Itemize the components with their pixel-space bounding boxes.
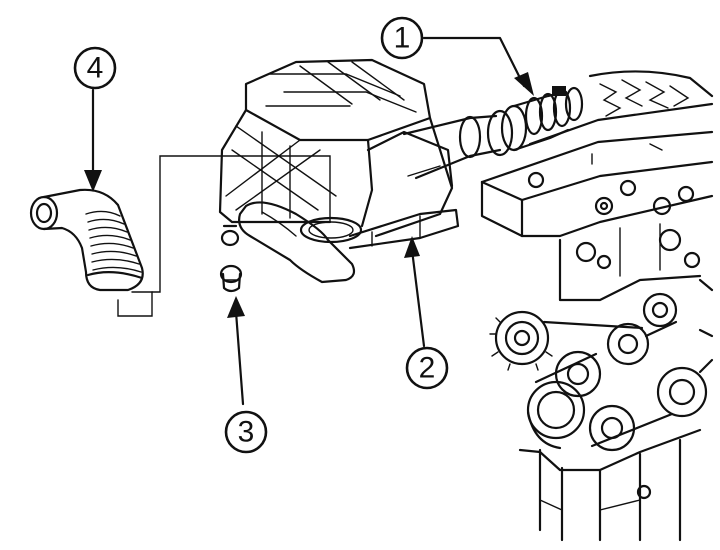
- callout-2: 2: [405, 346, 449, 390]
- callout-1-label: 1: [394, 22, 411, 55]
- callout-4-label: 4: [87, 52, 104, 85]
- intake-duct: [402, 86, 584, 180]
- air-filter-housing-part-2: [218, 58, 460, 284]
- engine-block: [480, 70, 714, 302]
- connector-leader-line: [117, 155, 331, 317]
- callout-arrows: [84, 36, 534, 406]
- callout-3-label: 3: [238, 416, 255, 449]
- callout-2-label: 2: [419, 352, 436, 385]
- accessory-drive-pulleys: [489, 278, 714, 542]
- intake-hose-part-4: [29, 188, 144, 292]
- callout-4: 4: [73, 46, 117, 90]
- callout-3: 3: [224, 410, 268, 454]
- callout-1: 1: [380, 16, 424, 60]
- fastener-part-3: [219, 264, 243, 293]
